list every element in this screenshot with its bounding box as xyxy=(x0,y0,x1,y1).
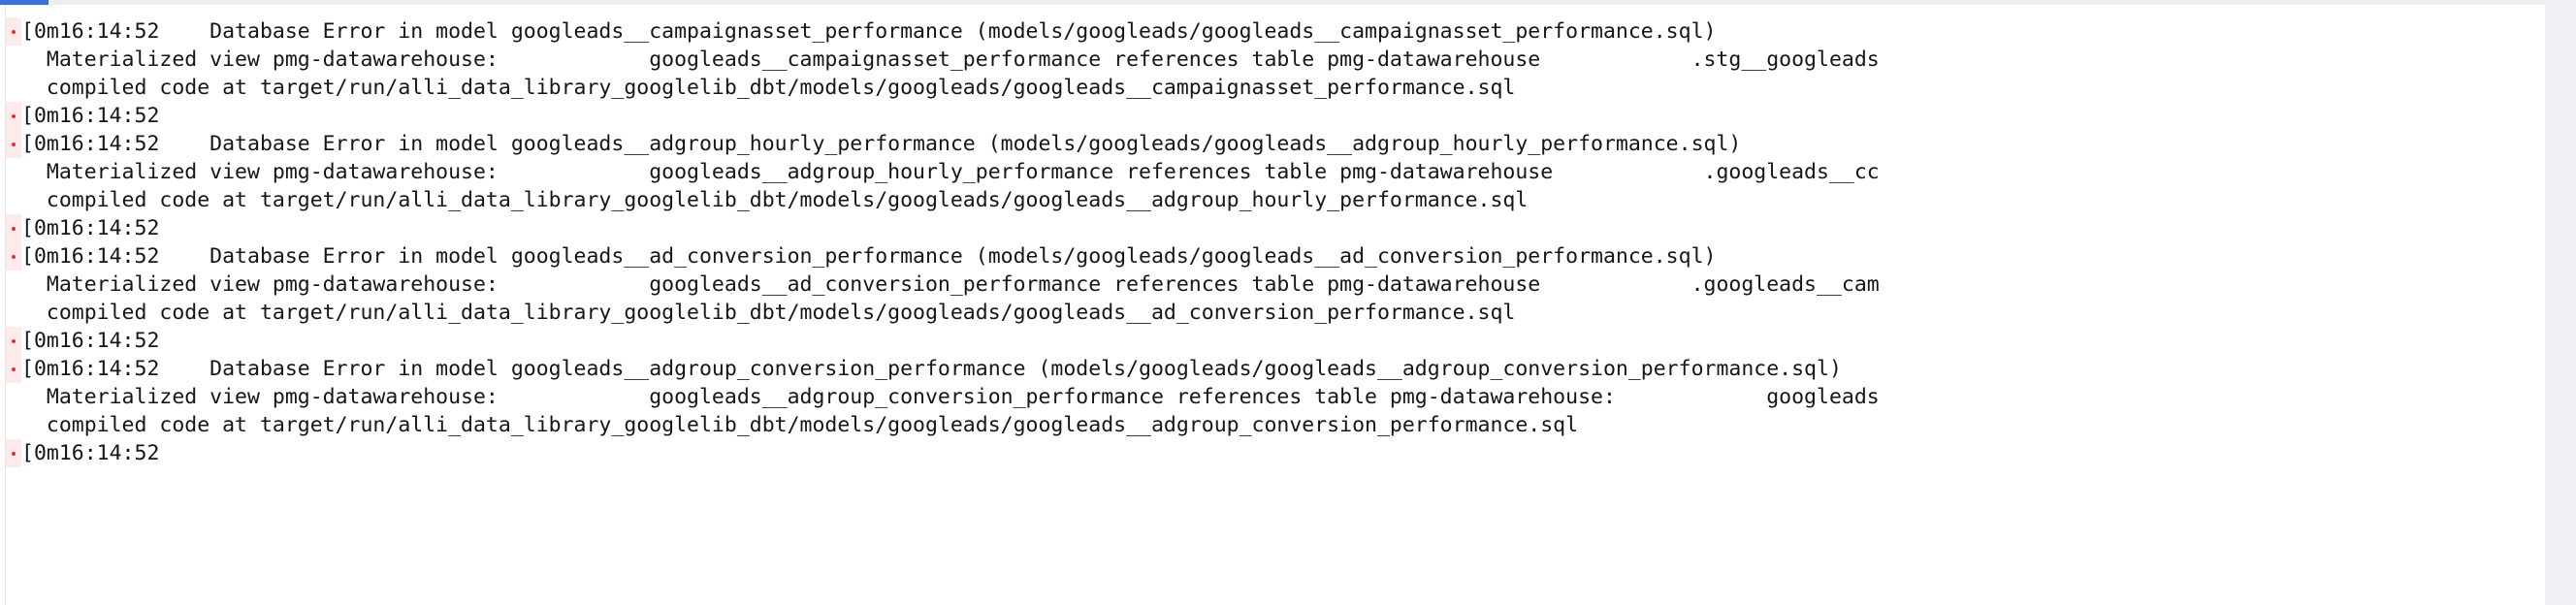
log-line-error[interactable]: [0m16:14:52 xyxy=(0,102,2545,130)
error-marker-icon xyxy=(6,17,21,46)
log-line-error[interactable]: [0m16:14:52 Database Error in model goog… xyxy=(0,355,2545,383)
log-line-text: compiled code at target/run/alli_data_li… xyxy=(21,188,1529,212)
log-line-text: [0m16:14:52 Database Error in model goog… xyxy=(21,19,1717,44)
error-marker-icon xyxy=(6,439,21,467)
log-line-text: compiled code at target/run/alli_data_li… xyxy=(21,301,1516,325)
log-gutter xyxy=(6,74,21,102)
error-marker-icon xyxy=(6,130,21,158)
log-line-text: compiled code at target/run/alli_data_li… xyxy=(21,413,1579,437)
error-marker-icon xyxy=(6,327,21,355)
log-line-text: Materialized view pmg-datawarehouse: goo… xyxy=(21,48,1880,72)
log-line-text: compiled code at target/run/alli_data_li… xyxy=(21,76,1516,100)
log-line-text: [0m16:14:52 Database Error in model goog… xyxy=(21,132,1742,156)
vertical-scrollbar-thumb[interactable] xyxy=(2545,0,2576,605)
log-line-text: [0m16:14:52 xyxy=(21,329,160,353)
log-gutter xyxy=(6,46,21,74)
log-line[interactable]: compiled code at target/run/alli_data_li… xyxy=(0,74,2545,102)
log-gutter xyxy=(6,383,21,411)
log-line-error[interactable]: [0m16:14:52 Database Error in model goog… xyxy=(0,17,2545,46)
log-gutter xyxy=(6,411,21,439)
log-line-text: [0m16:14:52 xyxy=(21,216,160,240)
log-gutter xyxy=(6,186,21,214)
error-marker-icon xyxy=(6,102,21,130)
log-line[interactable]: Materialized view pmg-datawarehouse: goo… xyxy=(0,158,2545,186)
log-line-text: Materialized view pmg-datawarehouse: goo… xyxy=(21,272,1880,297)
page-load-progress-track xyxy=(0,0,2576,5)
log-line[interactable]: compiled code at target/run/alli_data_li… xyxy=(0,299,2545,327)
error-marker-icon xyxy=(6,214,21,242)
log-gutter xyxy=(6,299,21,327)
log-gutter xyxy=(6,158,21,186)
log-line-list: [0m16:14:52 Database Error in model goog… xyxy=(0,17,2545,467)
vertical-scrollbar[interactable] xyxy=(2545,0,2576,605)
log-line[interactable]: compiled code at target/run/alli_data_li… xyxy=(0,411,2545,439)
log-line[interactable]: Materialized view pmg-datawarehouse: goo… xyxy=(0,271,2545,299)
log-line-error[interactable]: [0m16:14:52 Database Error in model goog… xyxy=(0,130,2545,158)
log-left-rule xyxy=(5,5,6,605)
log-line-text: Materialized view pmg-datawarehouse: goo… xyxy=(21,160,1880,184)
log-gutter xyxy=(6,271,21,299)
error-marker-icon xyxy=(6,355,21,383)
log-line-text: [0m16:14:52 Database Error in model goog… xyxy=(21,357,1842,381)
page-load-progress-fill xyxy=(0,0,49,5)
log-line-error[interactable]: [0m16:14:52 Database Error in model goog… xyxy=(0,242,2545,271)
error-marker-icon xyxy=(6,242,21,271)
log-line-text: [0m16:14:52 xyxy=(21,104,160,128)
log-line-error[interactable]: [0m16:14:52 xyxy=(0,327,2545,355)
log-line-text: [0m16:14:52 xyxy=(21,441,160,465)
log-line-error[interactable]: [0m16:14:52 xyxy=(0,439,2545,467)
log-line[interactable]: Materialized view pmg-datawarehouse: goo… xyxy=(0,383,2545,411)
log-line-text: [0m16:14:52 Database Error in model goog… xyxy=(21,244,1717,269)
log-line-error[interactable]: [0m16:14:52 xyxy=(0,214,2545,242)
log-line[interactable]: Materialized view pmg-datawarehouse: goo… xyxy=(0,46,2545,74)
log-line-text: Materialized view pmg-datawarehouse: goo… xyxy=(21,385,1880,409)
log-output-viewport[interactable]: [0m16:14:52 Database Error in model goog… xyxy=(0,5,2576,605)
log-line[interactable]: compiled code at target/run/alli_data_li… xyxy=(0,186,2545,214)
